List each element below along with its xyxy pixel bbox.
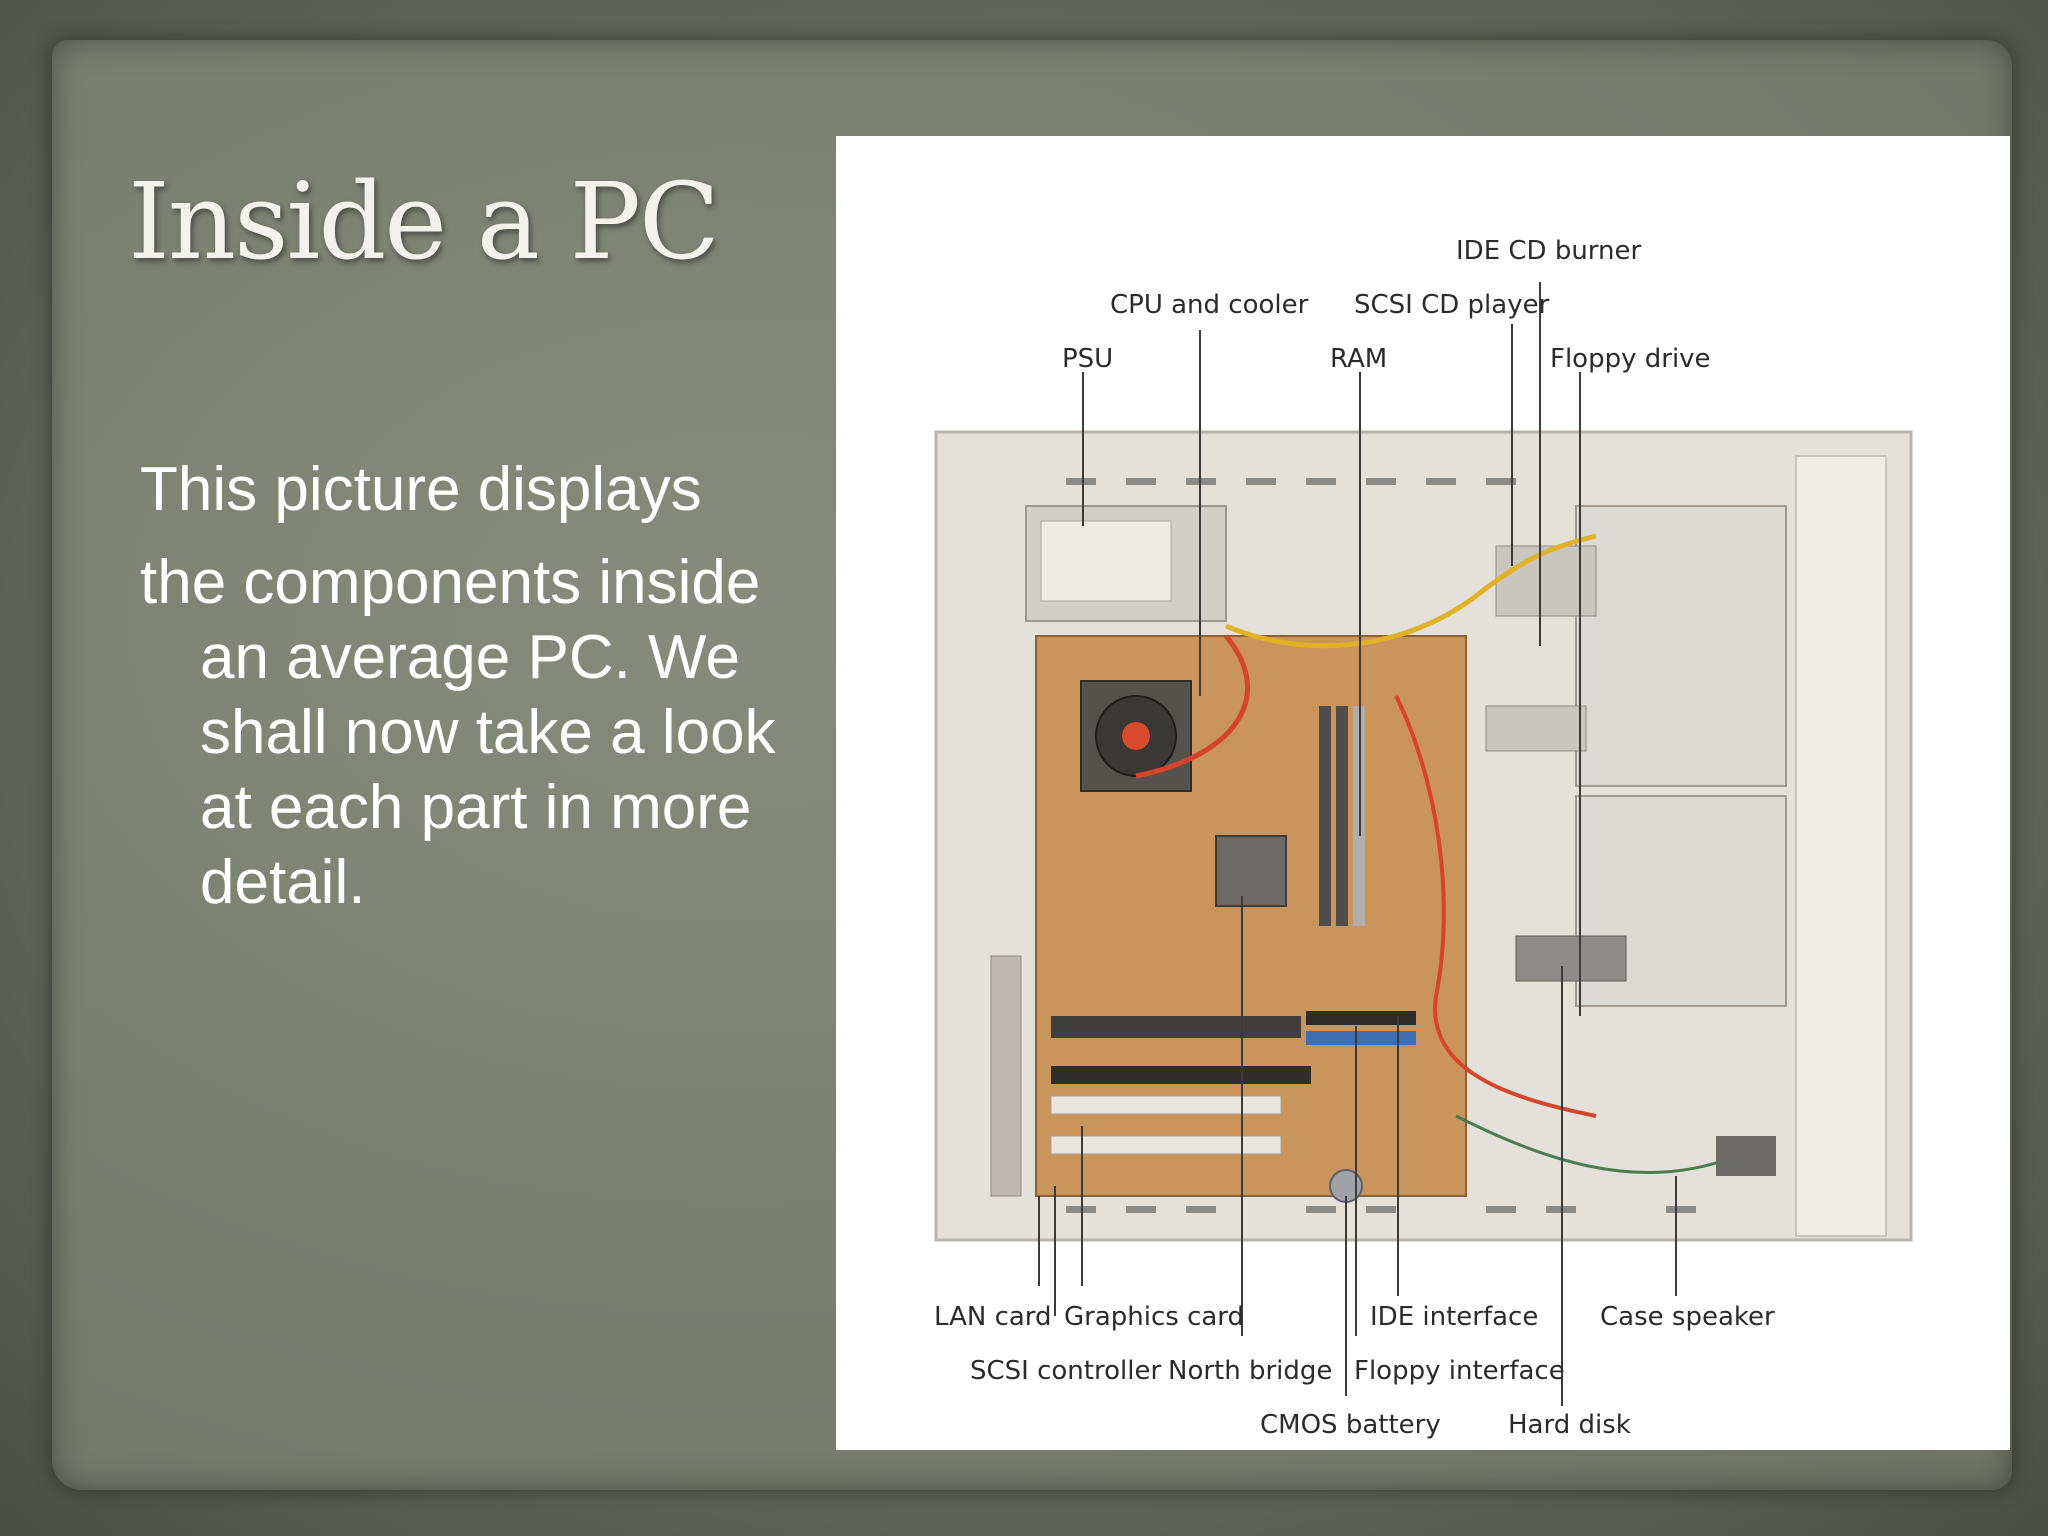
label-floppy-interface: Floppy interface	[1354, 1356, 1565, 1386]
leader-lines	[1038, 282, 1677, 1406]
label-ide-interface: IDE interface	[1370, 1302, 1539, 1332]
label-ram: RAM	[1330, 344, 1388, 374]
floppy-connector	[1306, 1031, 1416, 1045]
graphics-card-slot	[1051, 1016, 1301, 1038]
body-text: This picture displays the components ins…	[140, 452, 820, 938]
paragraph-2: the components inside an average PC. We …	[140, 548, 776, 917]
front-bezel	[1795, 455, 1887, 1237]
north-bridge-heatsink	[1215, 835, 1287, 907]
label-cmos-battery: CMOS battery	[1260, 1410, 1441, 1440]
label-lan-card: LAN card	[934, 1302, 1052, 1332]
scsi-card	[1051, 1066, 1311, 1084]
pc-components-figure: IDE CD burner CPU and cooler SCSI CD pla…	[836, 136, 2010, 1450]
slide-title: Inside a PC	[128, 160, 720, 283]
label-hard-disk: Hard disk	[1508, 1410, 1631, 1440]
label-ide-cd-burner: IDE CD burner	[1456, 236, 1642, 266]
label-floppy-drive: Floppy drive	[1550, 344, 1711, 374]
case-speaker-unit	[1716, 1136, 1776, 1176]
label-graphics-card: Graphics card	[1064, 1302, 1245, 1332]
pci-slot-1	[1050, 1095, 1282, 1115]
power-cable-red-2	[1394, 695, 1597, 1118]
front-panel-cable	[1455, 1114, 1737, 1175]
power-cable-yellow	[1225, 533, 1597, 649]
paragraph-1: This picture displays	[140, 455, 702, 524]
ram-stick-2	[1336, 706, 1348, 926]
hard-disk-unit	[1515, 935, 1627, 982]
label-scsi-cd-player: SCSI CD player	[1354, 290, 1550, 320]
pc-case-illustration	[934, 282, 1913, 1406]
power-cable-red	[1135, 634, 1250, 779]
floppy-drive-unit	[1485, 705, 1587, 752]
card-brackets	[990, 955, 1022, 1197]
label-cpu-and-cooler: CPU and cooler	[1110, 290, 1309, 320]
pci-slot-2	[1050, 1135, 1282, 1155]
label-scsi-controller: SCSI controller	[970, 1356, 1162, 1386]
label-north-bridge: North bridge	[1168, 1356, 1333, 1386]
psu-label-sticker	[1040, 520, 1172, 602]
hard-disk-bay	[1575, 795, 1787, 1007]
ide-connector	[1306, 1011, 1416, 1025]
optical-drive-bay	[1575, 505, 1787, 787]
label-case-speaker: Case speaker	[1600, 1302, 1775, 1332]
label-psu: PSU	[1062, 344, 1114, 374]
ram-stick-1	[1319, 706, 1331, 926]
